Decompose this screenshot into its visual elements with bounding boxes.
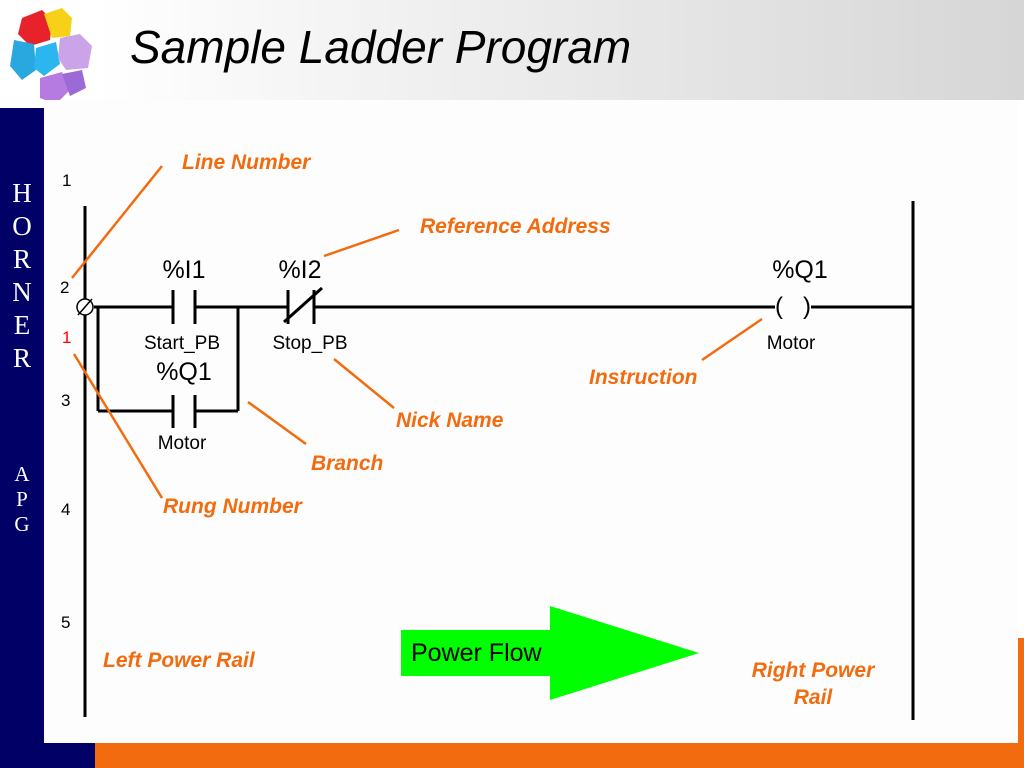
callout-branch: Branch xyxy=(311,452,383,475)
coil-address: %Q1 xyxy=(772,256,828,284)
brand-letters: H O R N E R xyxy=(0,177,44,375)
callout-right-power-rail: Right Power xyxy=(752,659,876,682)
sub-brand-letters: A P G xyxy=(0,462,44,537)
contact-i2-nickname: Stop_PB xyxy=(273,333,348,354)
right-orange-accent xyxy=(1018,638,1024,743)
leader-reference-address xyxy=(323,228,400,258)
leader-instruction xyxy=(701,317,763,362)
page-title: Sample Ladder Program xyxy=(130,21,632,73)
callout-leaders xyxy=(71,165,763,499)
sub-letter: P xyxy=(16,487,28,511)
contact-i2-slash xyxy=(282,286,324,324)
leader-line-number xyxy=(71,165,163,279)
callout-rung-number: Rung Number xyxy=(163,495,304,518)
contact-i2-address: %I2 xyxy=(278,256,321,284)
ladder-diagram: 1 2 1 3 4 5 %I1 %I2 %Q1 %Q1 ( ) Start_PB… xyxy=(60,151,915,720)
line-number: 2 xyxy=(60,278,69,297)
callout-line-number: Line Number xyxy=(182,151,312,174)
brand-letter: R xyxy=(12,244,31,274)
callout-right-power-rail-line2: Rail xyxy=(794,686,834,709)
brand-letter: O xyxy=(12,211,32,241)
brand-letter: R xyxy=(12,343,31,373)
logo xyxy=(0,0,95,108)
callout-instruction: Instruction xyxy=(589,366,698,389)
contact-i1-nickname: Start_PB xyxy=(144,333,220,354)
brand-letter: E xyxy=(13,310,31,340)
line-number: 1 xyxy=(62,171,71,190)
line-number: 3 xyxy=(61,391,70,410)
rung-number: 1 xyxy=(62,328,71,347)
contact-q1-address: %Q1 xyxy=(156,358,212,386)
contact-q1-nickname: Motor xyxy=(158,433,207,454)
bottom-orange-bar xyxy=(95,743,1024,768)
coil-nickname: Motor xyxy=(767,333,816,354)
callout-reference-address: Reference Address xyxy=(420,215,611,238)
coil-symbol: ( ) xyxy=(775,293,811,320)
content-panel: 1 2 1 3 4 5 %I1 %I2 %Q1 %Q1 ( ) Start_PB… xyxy=(44,100,1018,743)
power-flow-label: Power Flow xyxy=(411,639,543,667)
power-flow-arrow xyxy=(401,606,699,700)
brand-letter: N xyxy=(12,277,32,307)
callout-nick-name: Nick Name xyxy=(396,409,504,432)
side-bar xyxy=(0,108,44,768)
leader-branch xyxy=(247,400,307,446)
line-number: 4 xyxy=(61,500,70,519)
brand-letter: H xyxy=(12,178,32,208)
title-bar xyxy=(95,0,1024,100)
leader-rung-number xyxy=(72,353,164,499)
sub-letter: G xyxy=(14,512,30,536)
sub-letter: A xyxy=(14,462,30,486)
colored-cube-puzzle-icon xyxy=(10,8,92,104)
line-number: 5 xyxy=(61,613,70,632)
rung-origin-slash xyxy=(77,298,93,316)
contact-i1-address: %I1 xyxy=(162,256,205,284)
callout-left-power-rail: Left Power Rail xyxy=(103,649,256,672)
leader-nick-name xyxy=(333,358,395,409)
